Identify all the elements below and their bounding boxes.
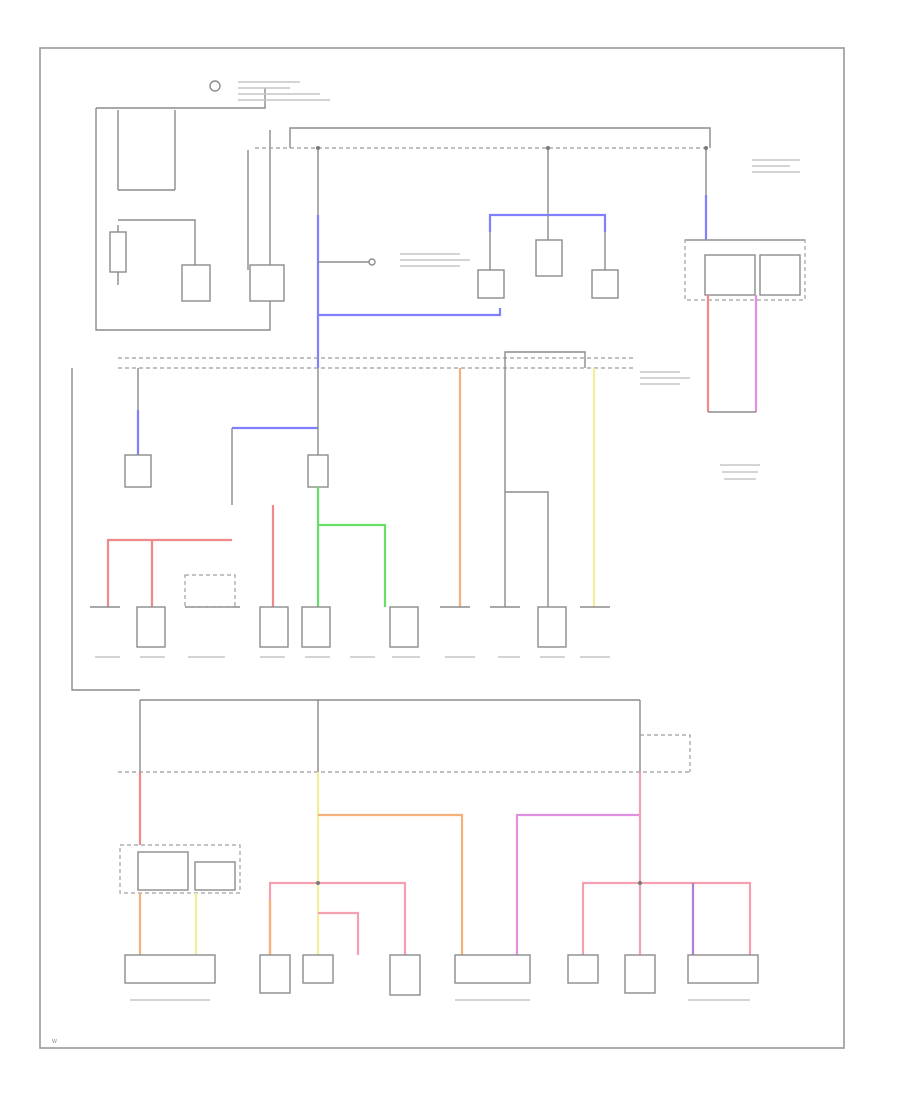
mid-center-relay: [307, 454, 329, 488]
orange-wire-lower: [318, 813, 464, 955]
component-box: [259, 606, 289, 648]
starter-switch-box: [109, 231, 127, 273]
lower-fuse-box-edge: [640, 734, 691, 772]
red-wire-mid-left: [106, 538, 232, 607]
component-box: [537, 606, 567, 648]
gray-wire-branch: [505, 491, 549, 607]
component-box: [301, 606, 331, 648]
top-right-relays: [477, 213, 619, 299]
pink-wire-branch: [318, 911, 360, 955]
lower-components-row: [124, 954, 759, 996]
illegible-labels: [95, 81, 800, 1001]
splice-dot: [704, 146, 708, 150]
relay-outline-lower: [119, 844, 241, 894]
relay-box-lower: [194, 861, 236, 891]
splice-dot: [316, 146, 320, 150]
splice-dot: [546, 146, 550, 150]
module-outline: [684, 239, 806, 301]
green-wire-branch: [318, 523, 387, 607]
mid-bus-link: [504, 351, 586, 368]
component-box: [454, 954, 531, 984]
under-dash-fuse-box-bottom: [118, 699, 691, 773]
component-box: [259, 954, 291, 994]
blue-wire-branch: [318, 308, 502, 317]
component-box: [136, 606, 166, 648]
relay-module-box: [759, 254, 801, 296]
relay-module-box: [704, 254, 756, 296]
battery-feed-wire: [118, 219, 196, 265]
component-box: [567, 954, 599, 984]
component-box: [687, 954, 759, 984]
component-box: [389, 954, 421, 996]
switch-contacts: [117, 110, 176, 191]
relay-box: [477, 269, 505, 299]
page-reference: W: [52, 1039, 57, 1045]
component-box: [124, 954, 216, 984]
under-dash-fuse-box-top: [255, 127, 711, 215]
mid-left-component: [124, 454, 152, 488]
test-connector-symbol: [368, 258, 376, 266]
ground-return-wire: [71, 368, 140, 691]
power-window-section: [684, 195, 806, 413]
pink-wire-loop: [268, 881, 407, 955]
relay-box-lower: [137, 851, 189, 891]
relay-drop-wires: [489, 232, 606, 270]
component-box: [624, 954, 656, 994]
ignition-switch-section: [95, 80, 285, 331]
lower-fuse-drops: [139, 700, 641, 772]
pink-wire-lower-loop: [581, 881, 752, 955]
relay-box: [535, 239, 563, 277]
component-box: [389, 606, 419, 648]
starter-relay-box: [181, 264, 211, 302]
component-box: [302, 954, 334, 984]
splice-dot: [638, 881, 642, 885]
ignition-relay-box: [249, 264, 285, 302]
diagram-frame: [39, 47, 845, 1049]
under-hood-fuse-box-mid: [118, 351, 635, 369]
relay-box: [591, 269, 619, 299]
switch-outline: [184, 574, 236, 608]
mid-components-row: [90, 574, 610, 648]
fuse-box-top-bus: [289, 127, 711, 148]
ignition-feed-wire: [96, 88, 266, 109]
violet-wire-lower: [515, 813, 640, 955]
fusible-link-symbol: [209, 80, 221, 92]
ignition-outline-wire: [95, 108, 271, 331]
splice-dot: [316, 881, 320, 885]
